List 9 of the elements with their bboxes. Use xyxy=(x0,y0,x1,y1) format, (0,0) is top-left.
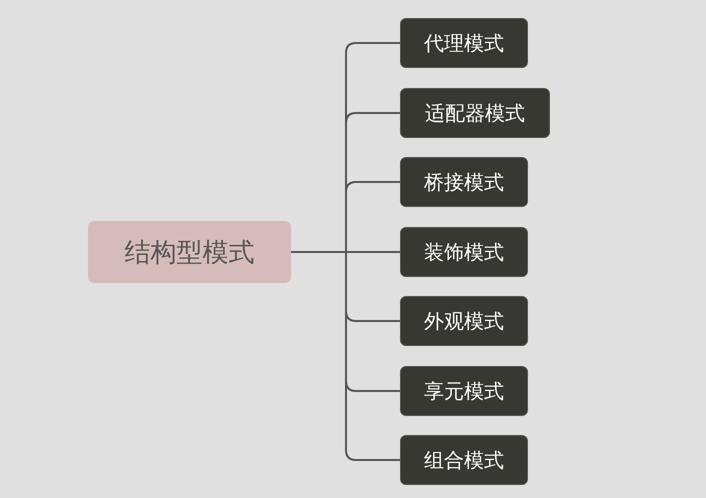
topic-box: 享元模式 xyxy=(400,366,528,416)
connector-line xyxy=(291,251,400,461)
topic-box: 桥接模式 xyxy=(400,157,528,207)
topic-box: 组合模式 xyxy=(400,435,528,485)
topic-box: 装饰模式 xyxy=(400,227,528,277)
topic-box: 代理模式 xyxy=(400,18,528,68)
topic-box: 外观模式 xyxy=(400,296,528,346)
root-topic-box: 结构型模式 xyxy=(88,221,291,283)
topic-box: 适配器模式 xyxy=(400,88,550,138)
